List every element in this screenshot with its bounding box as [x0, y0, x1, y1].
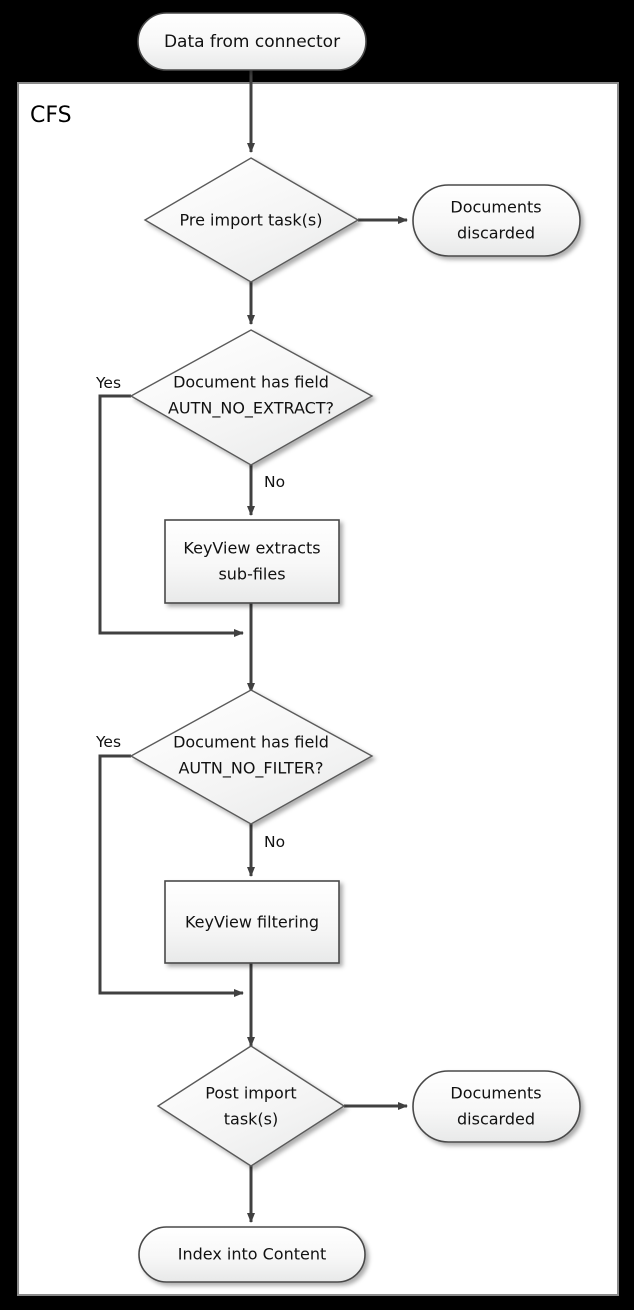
- node-keyview-filtering-label: KeyView filtering: [185, 913, 319, 932]
- node-keyview-filtering-shape: [164, 880, 340, 964]
- node-index-into-content-shape: [138, 1226, 366, 1283]
- node-keyview-extracts-subfiles-label-line2: sub-files: [218, 565, 285, 584]
- edge-label-extract-no: No: [264, 473, 285, 491]
- node-pre-import-tasks-label: Pre import task(s): [180, 211, 323, 230]
- edge-label-filter-no: No: [264, 833, 285, 851]
- edge-no-extract-yes-bypass: [98, 394, 244, 637]
- node-keyview-extracts-subfiles[interactable]: KeyView extracts sub-files: [164, 519, 340, 604]
- edge-label-filter-yes: Yes: [95, 733, 121, 751]
- node-post-import-tasks-label-line2: task(s): [224, 1110, 279, 1129]
- node-keyview-extracts-subfiles-label-line1: KeyView extracts: [183, 539, 320, 558]
- node-documents-discarded-pre-label-line2: discarded: [457, 224, 535, 243]
- node-index-into-content[interactable]: Index into Content: [138, 1226, 366, 1283]
- connectors: [98, 70, 408, 1223]
- node-documents-discarded-post-label-line1: Documents: [450, 1084, 541, 1103]
- edge-label-extract-yes: Yes: [95, 374, 121, 392]
- node-pre-import-tasks[interactable]: Pre import task(s): [143, 157, 360, 283]
- node-data-from-connector-label: Data from connector: [164, 32, 340, 52]
- node-documents-discarded-post-shape: [412, 1070, 581, 1143]
- node-keyview-extracts-subfiles-shape: [164, 519, 340, 604]
- node-decision-autn-no-filter-shape: [129, 689, 374, 825]
- node-decision-autn-no-filter-label-line1: Document has field: [173, 733, 329, 752]
- node-decision-autn-no-filter[interactable]: Document has field AUTN_NO_FILTER?: [129, 689, 374, 825]
- node-data-from-connector[interactable]: Data from connector: [137, 12, 367, 71]
- node-decision-autn-no-extract[interactable]: Document has field AUTN_NO_EXTRACT?: [129, 329, 374, 466]
- node-index-into-content-label: Index into Content: [178, 1245, 327, 1264]
- node-post-import-tasks-label-line1: Post import: [205, 1084, 296, 1103]
- node-documents-discarded-pre-label-line1: Documents: [450, 198, 541, 217]
- node-decision-autn-no-filter-label-line2: AUTN_NO_FILTER?: [178, 759, 323, 779]
- node-post-import-tasks[interactable]: Post import task(s): [156, 1045, 346, 1167]
- node-documents-discarded-post-label-line2: discarded: [457, 1110, 535, 1129]
- node-decision-autn-no-extract-label-line2: AUTN_NO_EXTRACT?: [168, 399, 334, 419]
- cfs-container-title: CFS: [30, 103, 72, 128]
- node-documents-discarded-post[interactable]: Documents discarded: [412, 1070, 581, 1143]
- node-pre-import-tasks-shape: [143, 157, 360, 283]
- node-data-from-connector-shape: [137, 12, 367, 71]
- node-decision-autn-no-extract-shape: [129, 329, 374, 466]
- node-documents-discarded-pre-shape: [412, 184, 581, 257]
- node-decision-autn-no-extract-label-line1: Document has field: [173, 373, 329, 392]
- node-keyview-filtering[interactable]: KeyView filtering: [164, 880, 340, 964]
- node-documents-discarded-pre[interactable]: Documents discarded: [412, 184, 581, 257]
- edge-no-filter-yes-bypass: [98, 754, 244, 997]
- node-post-import-tasks-shape: [156, 1045, 346, 1167]
